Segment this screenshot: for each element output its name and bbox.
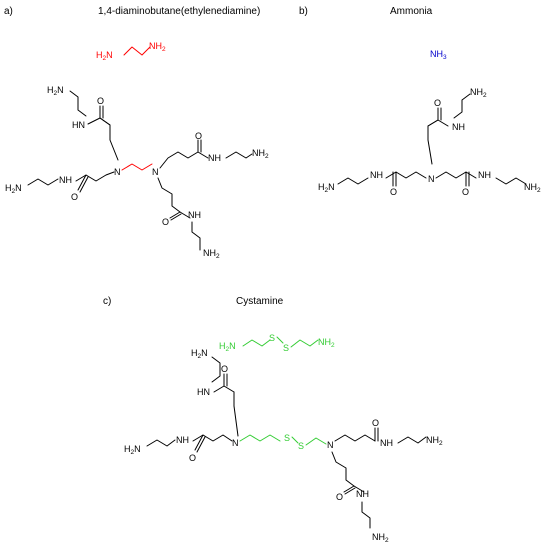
a-arm3-amine: NH2 (252, 148, 269, 160)
a-arm2-o: O (71, 192, 78, 202)
b-left-o: O (390, 187, 397, 197)
c-arm4-o: O (336, 492, 343, 502)
core-a-left-amine: H2N (96, 50, 113, 62)
c-arm2-amine: H2N (124, 444, 141, 456)
a-arm1-nh: HN (72, 120, 85, 130)
a-arm2-nh: NH (59, 175, 72, 185)
b-top-nh: NH (452, 122, 465, 132)
a-arm1-o: O (97, 96, 104, 106)
c-arm2-o: O (189, 453, 196, 463)
c-arm4-amine: NH2 (372, 532, 389, 544)
a-arm4-o: O (162, 217, 169, 227)
panel-c-core-molecule: H2N S S NH2 (219, 333, 335, 353)
b-right-amine: NH2 (524, 182, 541, 194)
panel-c-letter: c) (103, 296, 111, 307)
c-arm3-nh: NH (380, 438, 393, 448)
panel-a-dendrimer: H2N HN O H2N NH O N N O NH NH2 O (5, 85, 269, 260)
panel-c-dendrimer: H2N HN O H2N NH O N S S N O NH NH2 (124, 348, 443, 544)
panel-b-letter: b) (299, 6, 308, 17)
c-arm2-nh: NH (176, 435, 189, 445)
b-top-o: O (434, 98, 441, 108)
b-core-n: N (428, 174, 435, 184)
b-top-amine: NH2 (470, 87, 487, 99)
c-arm1-o: O (221, 364, 228, 374)
panel-b-title: Ammonia (390, 6, 433, 17)
c-arm1-amine: H2N (191, 348, 208, 360)
b-left-amine: H2N (318, 182, 335, 194)
a-arm4-nh: NH (188, 210, 201, 220)
a-arm4-amine: NH2 (203, 248, 220, 260)
c-arm1-hn: HN (197, 387, 210, 397)
core-c-s2: S (283, 343, 289, 353)
a-arm3-o: O (195, 131, 202, 141)
a-core-n-left: N (114, 167, 121, 177)
c-core-n-right: N (327, 440, 334, 450)
core-a-right-amine: NH2 (149, 41, 166, 53)
b-right-nh: NH (478, 170, 491, 180)
c-core-n-left: N (232, 438, 239, 448)
panel-a-letter: a) (4, 6, 13, 17)
b-right-o: O (462, 187, 469, 197)
panel-c-title: Cystamine (236, 296, 284, 307)
panel-a-title: 1,4-diaminobutane(ethylenediamine) (98, 6, 260, 17)
c-arm4-nh: NH (356, 489, 369, 499)
c-arm3-o: O (372, 418, 379, 428)
a-arm1-amine: H2N (47, 85, 64, 97)
a-arm3-nh: NH (208, 153, 221, 163)
panel-b-core-molecule: NH3 (430, 49, 447, 61)
b-left-nh: NH (370, 170, 383, 180)
c-core-s2: S (298, 441, 304, 451)
core-c-s1: S (269, 333, 275, 343)
core-c-right-amine: NH2 (318, 337, 335, 349)
a-arm2-amine: H2N (5, 183, 22, 195)
a-core-n-right: N (152, 167, 159, 177)
c-core-s1: S (284, 433, 290, 443)
panel-a-core-molecule: H2N NH2 (96, 41, 166, 62)
panel-b-dendrimer: NH2 NH O N O NH H2N O NH NH2 (318, 87, 541, 197)
c-arm3-amine: NH2 (426, 435, 443, 447)
core-c-left-amine: H2N (219, 341, 236, 353)
